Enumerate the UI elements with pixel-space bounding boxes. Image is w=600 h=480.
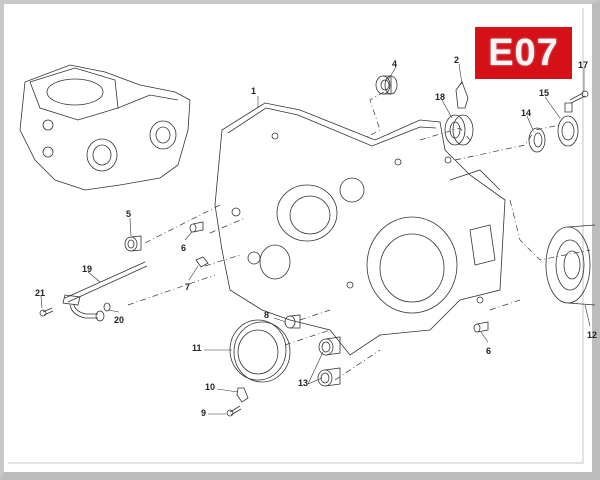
part-label-15: 15 [539,88,550,98]
assembled-crankcase-thumbnail [19,64,191,191]
part-label-4: 4 [392,59,398,69]
bolt-part-17 [564,90,589,113]
part-label-11: 11 [192,343,202,353]
crankcase-half [214,102,506,356]
plate-part-2 [455,81,469,109]
part-label-7: 7 [185,282,191,292]
bushing-part-8 [284,314,301,329]
plate-part-10 [236,387,249,403]
leader-lines [40,63,591,415]
part-label-6-right: 6 [486,346,492,356]
part-label-5: 5 [126,209,132,219]
part-label-1: 1 [251,86,257,96]
pipe-part-19 [62,261,148,322]
oring-part-20 [103,302,111,312]
part-label-14: 14 [521,108,532,118]
seal-part-14 [528,127,546,153]
bearing-part-18 [444,114,474,146]
dowel-part-6-right [473,321,489,333]
frame-inner-border [8,8,584,464]
part-label-9: 9 [201,408,207,418]
bearing-part-12 [545,224,596,306]
plug-part-7 [195,256,209,268]
dowel-part-6-left [189,221,204,233]
part-label-20: 20 [114,315,125,325]
part-label-8: 8 [264,310,270,320]
bolt-part-9 [226,405,242,417]
bushing-part-13 [317,336,341,387]
bushing-part-5 [124,235,142,252]
section-code: E07 [488,31,559,74]
part-label-17: 17 [578,60,589,70]
part-label-13: 13 [298,378,309,388]
part-label-10: 10 [205,382,216,392]
part-label-19: 19 [82,264,93,274]
part-label-6-left: 6 [181,243,187,253]
part-label-18: 18 [435,92,446,102]
section-code-badge: E07 [475,27,572,79]
part-label-21: 21 [35,288,46,298]
bolt-part-21 [39,307,54,317]
assembly-lines [127,91,591,381]
seal-part-15 [557,115,579,147]
bearing-part-4 [375,75,398,95]
part-label-12: 12 [587,330,598,340]
seal-part-11 [229,319,291,383]
part-label-2: 2 [454,55,460,65]
